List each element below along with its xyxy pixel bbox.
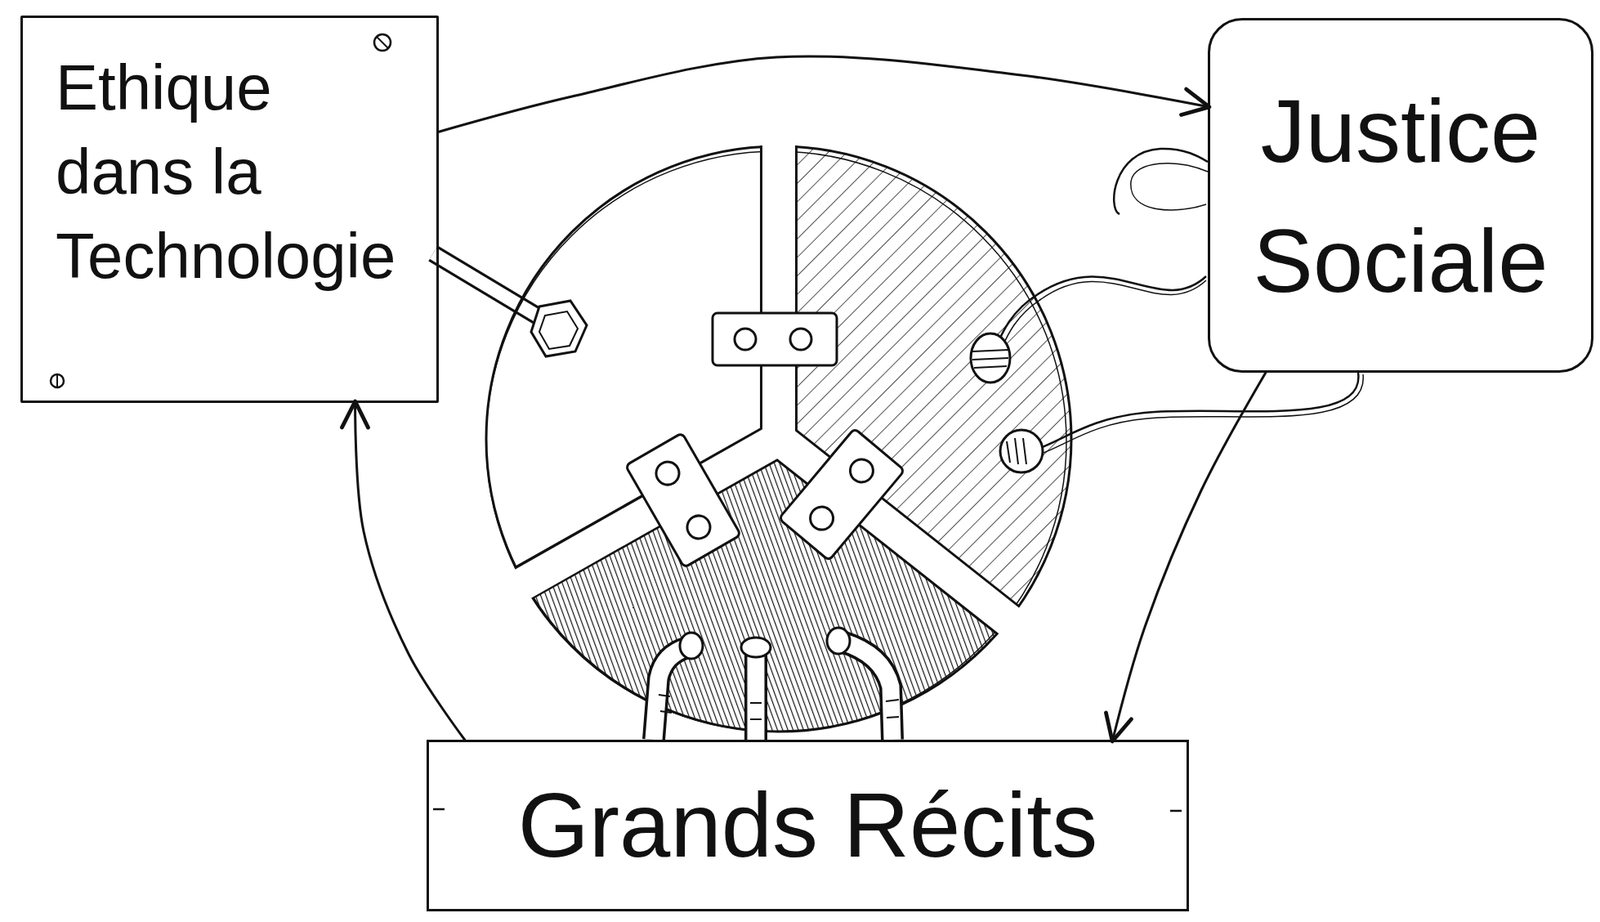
screw-slot [376, 36, 389, 49]
node-text: Ethique dans la Technologie [55, 45, 412, 299]
plug-coil [1006, 437, 1027, 465]
pipe-body [841, 641, 893, 740]
cycle-arrow [1112, 372, 1266, 740]
wire-loop [1130, 163, 1208, 211]
pipe-end [741, 637, 771, 657]
plugs [970, 333, 1043, 473]
wire [995, 280, 1207, 362]
pipe-outline [653, 647, 689, 740]
wire-loop [1113, 148, 1208, 215]
plate [625, 433, 741, 568]
edge-layer [355, 56, 1266, 740]
plate [778, 428, 905, 561]
plate-hole [734, 328, 756, 350]
board-box: Ethique dans la Technologie [20, 15, 439, 403]
node-text: Justice Sociale [1229, 65, 1573, 327]
wheel [486, 142, 1072, 732]
plate [712, 312, 837, 366]
right-plate [778, 428, 905, 561]
plate-hole [805, 501, 838, 534]
plate-hole [790, 328, 812, 350]
pipe-rings [658, 694, 899, 720]
cycle-arrow [438, 56, 1208, 132]
screw-slot [56, 375, 59, 387]
cycle-arrow [355, 402, 465, 740]
pipe-body [653, 647, 689, 740]
left-plate [625, 433, 741, 568]
plug [970, 333, 1011, 383]
plug-coil [972, 349, 1009, 368]
decorations [50, 34, 1182, 811]
plug [1000, 429, 1043, 473]
divider-gap [762, 142, 796, 439]
center-plate [712, 312, 837, 366]
screw [50, 374, 64, 388]
wire [990, 276, 1207, 360]
wire [1031, 372, 1359, 452]
divider-strips [520, 142, 1012, 623]
banner-tick [433, 808, 445, 811]
nut-outline [531, 300, 587, 357]
rounded-box: Justice Sociale [1207, 17, 1594, 373]
pipe-end [826, 627, 850, 654]
pipe-outline [841, 641, 893, 740]
nut-inner [539, 311, 578, 349]
wire [1034, 374, 1364, 456]
banner-tick [1170, 809, 1182, 813]
plate-hole [652, 457, 684, 489]
banner-box: Grands Récits [426, 739, 1189, 912]
node-text: Grands Récits [518, 770, 1099, 881]
pipe-body [747, 649, 765, 740]
plate-hole [683, 511, 715, 543]
plate-hole [845, 454, 878, 487]
pipe-outline [744, 649, 768, 740]
screw [374, 34, 391, 51]
hex-nut [531, 300, 587, 357]
pipe-end [679, 632, 703, 659]
pipes [653, 627, 899, 740]
